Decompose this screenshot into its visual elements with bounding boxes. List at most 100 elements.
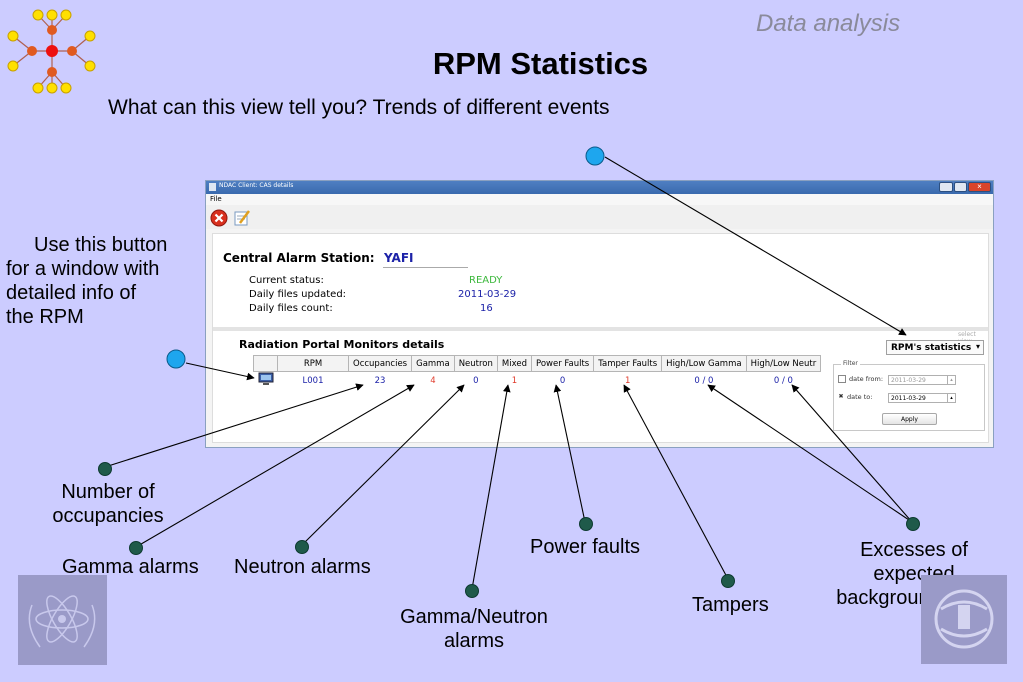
cell-power-faults: 0 (559, 375, 566, 386)
marker-power (579, 517, 593, 531)
date-from-row: date from: (838, 375, 883, 383)
date-to-checkbox[interactable]: ✖ (838, 393, 844, 400)
cas-name: YAFI (384, 251, 414, 265)
callout-line: occupancies (52, 505, 164, 527)
callout-mixed: Gamma/Neutron alarms (384, 605, 564, 653)
cas-name-underline (383, 267, 468, 268)
callout-tampers: Tampers (692, 594, 769, 616)
marker-gamma (129, 541, 143, 555)
marker-occupancies (98, 462, 112, 476)
window-title: NDAC Client: CAS details (219, 182, 294, 189)
callout-occupancies: Number of occupancies (30, 480, 186, 528)
atom-wreath-logo (18, 575, 107, 665)
apply-button[interactable]: Apply (882, 413, 937, 425)
view-select-value: RPM's statistics (891, 343, 972, 353)
chevron-down-icon[interactable]: ▾ (975, 342, 980, 351)
count-label: Daily files count: (249, 303, 333, 314)
slide-title: RPM Statistics (432, 46, 649, 81)
date-to-row: ✖date to: (838, 393, 872, 401)
date-to-label: date to: (847, 393, 873, 401)
close-button[interactable]: × (968, 182, 991, 192)
arrow-gamma (135, 384, 415, 548)
date-to-spinner[interactable]: ▴ (947, 394, 955, 402)
updated-value: 2011-03-29 (458, 289, 517, 300)
arrow-power (553, 384, 586, 523)
column-header[interactable]: Tamper Faults (593, 355, 663, 372)
section-label: Data analysis (756, 10, 901, 37)
arrow-view-select (604, 156, 907, 336)
column-header[interactable]: Gamma (411, 355, 455, 372)
callout-neutron: Neutron alarms (234, 556, 371, 578)
column-header-details (253, 355, 278, 372)
count-value: 16 (480, 303, 493, 314)
cas-heading: Central Alarm Station: (223, 251, 375, 265)
cell-high-low-gamma: 0 / 0 (694, 375, 714, 386)
table-row[interactable]: L001 23 4 0 1 0 1 0 / 0 0 / 0 (254, 372, 821, 390)
cell-tamper-faults: 1 (624, 375, 631, 386)
callout-line: detailed info of (6, 282, 137, 304)
cell-rpm: L001 (302, 375, 324, 386)
callout-gamma: Gamma alarms (62, 556, 199, 578)
status-value: READY (469, 275, 503, 286)
marker-tampers (721, 574, 735, 588)
date-from-value: 2011-03-29 (891, 377, 926, 384)
cell-high-low-neutron: 0 / 0 (773, 375, 793, 386)
callout-button-info: Use this button for a window with detail… (6, 233, 167, 329)
date-to-input[interactable]: 2011-03-29 ▴ (888, 393, 956, 403)
table-header-row: RPM Occupancies Gamma Neutron Mixed Powe… (253, 355, 822, 372)
date-from-input[interactable]: 2011-03-29 ▴ (888, 375, 956, 385)
callout-line: alarms (443, 630, 504, 652)
marker-limits (906, 517, 920, 531)
arrow-high-low-gamma (707, 384, 913, 523)
date-from-label: date from: (849, 375, 884, 383)
filter-group: Filter date from: 2011-03-29 ▴ ✖date to:… (833, 360, 985, 431)
toolbar (206, 205, 993, 229)
column-header[interactable]: Occupancies (347, 355, 413, 372)
monitor-icon[interactable] (258, 372, 274, 386)
slide-subtitle: What can this view tell you? Trends of d… (108, 96, 610, 119)
arrow-details-button (185, 362, 255, 381)
rpm-details-button[interactable] (254, 372, 278, 390)
arrow-high-low-neutron (791, 384, 913, 523)
column-header[interactable]: Neutron (453, 355, 498, 372)
column-header[interactable]: High/Low Neutr (745, 355, 822, 372)
window-titlebar[interactable]: NDAC Client: CAS details × (206, 181, 993, 194)
cell-occupancies: 23 (374, 375, 386, 386)
cell-gamma: 4 (430, 375, 436, 386)
date-from-spinner[interactable]: ▴ (947, 376, 955, 384)
edit-notes-icon[interactable] (233, 209, 251, 227)
callout-line: Excesses of (860, 539, 968, 561)
rpm-details-heading: Radiation Portal Monitors details (239, 338, 445, 351)
marker-view-select (585, 146, 605, 166)
date-from-checkbox[interactable] (838, 375, 846, 383)
safeguards-logo (921, 575, 1007, 664)
cas-details-window: NDAC Client: CAS details × File Central … (205, 180, 994, 448)
column-header[interactable]: RPM (277, 355, 349, 372)
arrow-tampers (623, 384, 729, 580)
network-logo (7, 9, 96, 94)
section-divider (213, 327, 988, 331)
exit-icon[interactable] (210, 209, 228, 227)
maximize-button[interactable] (954, 182, 967, 192)
minimize-button[interactable] (939, 182, 953, 192)
view-select[interactable]: RPM's statistics ▾ (886, 340, 984, 355)
cell-neutron: 0 (473, 375, 479, 386)
callout-line: Number of (61, 481, 155, 503)
marker-mixed (465, 584, 479, 598)
arrow-neutron (301, 384, 465, 546)
callout-line: Gamma/Neutron (400, 606, 548, 628)
date-to-value: 2011-03-29 (891, 395, 926, 402)
marker-details-button (166, 349, 186, 369)
cell-mixed: 1 (511, 375, 518, 386)
callout-power: Power faults (530, 536, 641, 558)
updated-label: Daily files updated: (249, 289, 347, 300)
column-header[interactable]: Power Faults (530, 355, 595, 372)
rpm-table: RPM Occupancies Gamma Neutron Mixed Powe… (253, 355, 822, 390)
callout-line: for a window with (6, 258, 160, 280)
filter-label: Filter (841, 360, 860, 367)
menu-file[interactable]: File (210, 195, 222, 203)
column-header[interactable]: High/Low Gamma (661, 355, 747, 372)
callout-line: Use this button (34, 234, 168, 256)
status-label: Current status: (249, 275, 324, 286)
marker-neutron (295, 540, 309, 554)
